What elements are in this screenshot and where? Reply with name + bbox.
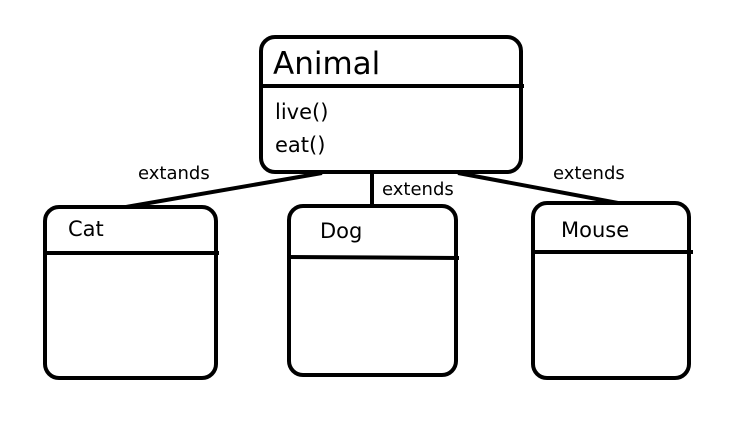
class-name-animal: Animal xyxy=(273,46,380,82)
class-name-mouse: Mouse xyxy=(561,218,629,242)
edge-label-dog: extends xyxy=(382,179,454,200)
method-live: live() xyxy=(275,100,328,124)
class-box-cat: Cat xyxy=(43,205,219,380)
edge-label-mouse: extends xyxy=(553,163,625,184)
class-box-dog: Dog xyxy=(286,204,460,377)
method-eat: eat() xyxy=(275,133,325,157)
edge-mouse-to-animal xyxy=(457,171,619,205)
inheritance-edges xyxy=(125,171,619,209)
class-box-cat-frame xyxy=(43,205,218,380)
class-box-animal: Animal live() eat() xyxy=(259,35,524,174)
class-box-dog-divider xyxy=(286,255,460,260)
class-box-animal-frame xyxy=(259,35,523,174)
class-box-mouse-frame xyxy=(531,201,691,380)
class-box-mouse: Mouse xyxy=(531,201,693,380)
edge-label-cat: extands xyxy=(138,163,210,184)
class-name-dog: Dog xyxy=(320,219,362,243)
class-name-cat: Cat xyxy=(68,217,104,241)
edge-cat-to-animal xyxy=(125,171,323,209)
edge-labels: extands extends extends xyxy=(138,163,625,200)
class-box-dog-frame xyxy=(287,204,458,377)
